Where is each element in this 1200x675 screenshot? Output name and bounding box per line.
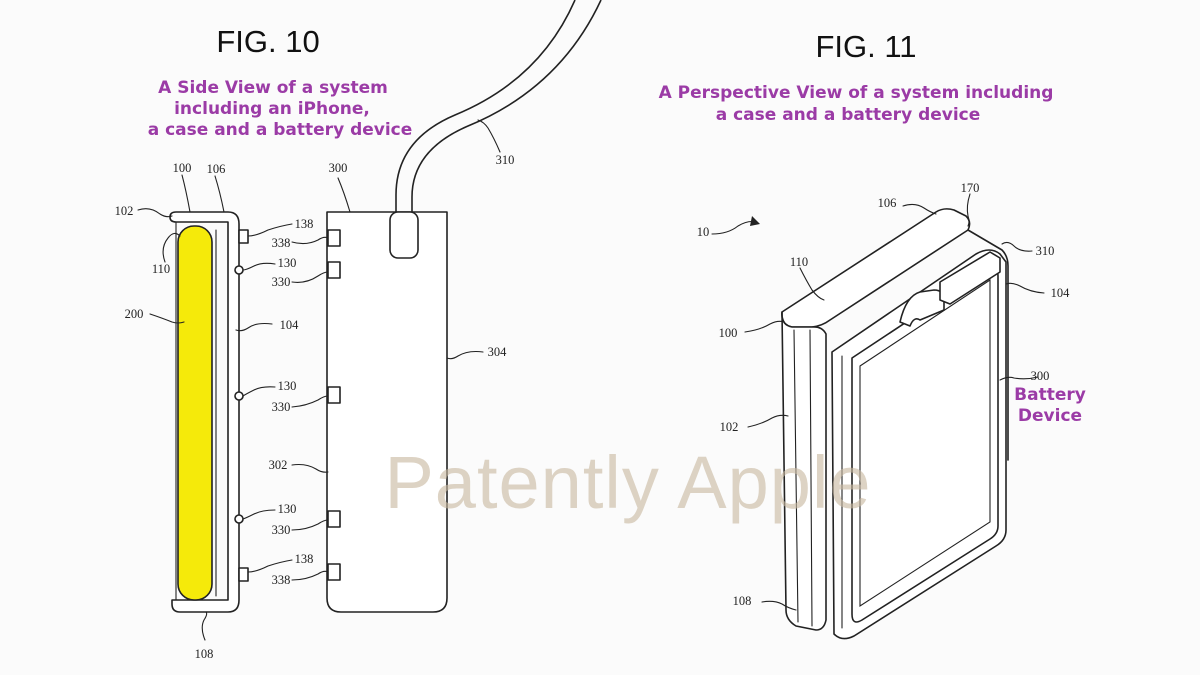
ref-104: 104 [280, 318, 300, 332]
cable-inner-edge [411, 0, 602, 212]
case-edge-line-2 [809, 329, 813, 627]
ref-304: 304 [488, 345, 508, 359]
case-edge-line-1 [793, 329, 799, 623]
ref-300: 300 [329, 161, 348, 175]
cable-plug [389, 211, 419, 259]
watermark-text: Patently Apple [384, 441, 871, 524]
pad-330-low [327, 510, 341, 528]
pad-338-bottom [327, 563, 341, 581]
fig11-caption-line-1: A Perspective View of a system including [659, 83, 1054, 103]
ref-110: 110 [152, 262, 170, 276]
pad-330-top [327, 261, 341, 279]
leader-102 [137, 208, 173, 218]
ref-310: 310 [496, 153, 515, 167]
ref-106: 106 [207, 162, 226, 176]
pad-330-mid [327, 386, 341, 404]
ref-338-bottom: 338 [272, 573, 291, 587]
fig11-group: FIG. 11 A Perspective View of a system i… [659, 29, 1086, 640]
leader-130-top [242, 262, 276, 271]
battery-device-label-line-2: Device [1018, 406, 1082, 426]
ref-10-arrowhead [750, 216, 760, 226]
leader-300 [337, 177, 351, 213]
leader-130-low [242, 509, 276, 520]
ref-110-f11: 110 [790, 255, 808, 269]
fig10-caption-line-2: including an iPhone, [174, 99, 370, 119]
battery-device-label-line-1: Battery [1014, 385, 1086, 405]
leader-108-f11 [761, 600, 797, 611]
leader-170 [966, 193, 971, 227]
ref-106-f11: 106 [878, 196, 897, 210]
leader-302 [291, 463, 329, 473]
iphone-highlight [177, 225, 213, 601]
battery-front-panel [851, 266, 999, 623]
ref-130-low: 130 [278, 502, 297, 516]
leader-330-low [291, 519, 329, 531]
ref-104-f11: 104 [1051, 286, 1071, 300]
ref-100-f11: 100 [719, 326, 738, 340]
leader-130-mid [242, 386, 276, 397]
battery-side-outline [326, 211, 448, 613]
fig10-title: FIG. 10 [216, 24, 319, 59]
ref-130-mid: 130 [278, 379, 297, 393]
leader-100 [181, 174, 191, 213]
leader-310-f11 [1001, 241, 1033, 252]
contact-130-top [234, 265, 244, 275]
connector-138-bottom [238, 567, 249, 582]
leader-310 [477, 119, 501, 153]
ref-102: 102 [115, 204, 134, 218]
ref-102-f11: 102 [720, 420, 739, 434]
leader-338-bottom [291, 570, 329, 581]
case-side-face [781, 311, 827, 631]
fig11-caption-line-2: a case and a battery device [716, 105, 981, 125]
leader-338-top [291, 236, 329, 245]
ref-138-bottom: 138 [295, 552, 314, 566]
leader-108 [201, 611, 208, 641]
fig10-caption-line-3: a case and a battery device [148, 120, 413, 140]
leader-100-f11 [744, 320, 785, 333]
ref-300-f11: 300 [1031, 369, 1050, 383]
cable-outer-edge [395, 0, 576, 212]
ref-108-f11: 108 [733, 594, 752, 608]
ref-302: 302 [269, 458, 288, 472]
ref-330-low: 330 [272, 523, 291, 537]
ref-100: 100 [173, 161, 192, 175]
ref-10: 10 [697, 225, 710, 239]
leader-304 [446, 350, 484, 360]
leader-330-mid [291, 395, 329, 408]
fig10-group: FIG. 10 A Side View of a system includin… [115, 0, 602, 661]
leader-102-f11 [747, 414, 789, 428]
leader-330-top [291, 271, 329, 283]
ref-130-top: 130 [278, 256, 297, 270]
leader-110 [162, 232, 181, 263]
ref-330-mid: 330 [272, 400, 291, 414]
leader-104 [235, 322, 273, 332]
ref-170: 170 [961, 181, 980, 195]
case-back-edge [967, 229, 1009, 461]
ref-338-top: 338 [272, 236, 291, 250]
ref-138-top: 138 [295, 217, 314, 231]
battery-inner-panel [859, 278, 991, 608]
fig11-title: FIG. 11 [815, 29, 916, 64]
fig10-caption-line-1: A Side View of a system [158, 78, 388, 98]
ref-330-top: 330 [272, 275, 291, 289]
leader-110-f11 [799, 267, 825, 301]
leader-138-top [247, 223, 293, 237]
leader-106 [214, 175, 225, 213]
ref-10-arrow-line [711, 220, 757, 235]
ref-108: 108 [195, 647, 214, 661]
leader-200 [149, 313, 185, 324]
leader-138-bottom [247, 559, 293, 573]
leader-104-f11 [1005, 282, 1045, 294]
plug-connector-block [939, 251, 1001, 305]
pad-338-top [327, 229, 341, 247]
leader-300-f11 [999, 376, 1039, 381]
contact-130-low [234, 514, 244, 524]
ref-200: 200 [125, 307, 144, 321]
ref-310-f11: 310 [1036, 244, 1055, 258]
contact-130-mid [234, 391, 244, 401]
leader-106-f11 [902, 203, 937, 215]
connector-138-top [238, 229, 249, 244]
